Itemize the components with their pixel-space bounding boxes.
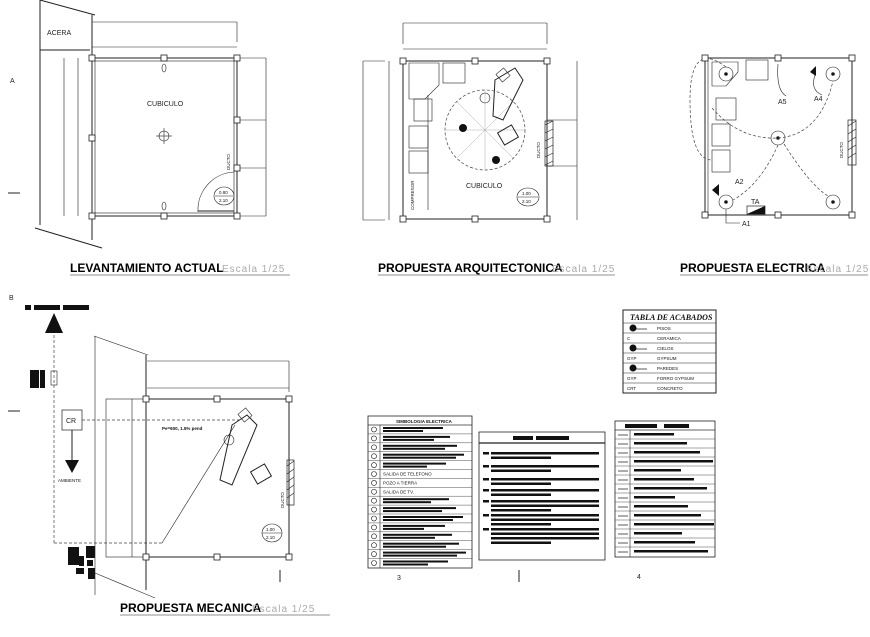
electrical-symbol-icon — [371, 515, 377, 522]
electrical-symbol-icon — [371, 551, 377, 557]
acabado-label: CONCRETO — [657, 386, 683, 391]
title-arquitectonica: PROPUESTA ARQUITECTONICA — [378, 261, 563, 275]
electrical-symbol-icon — [371, 453, 377, 460]
door-swing-icon — [197, 171, 235, 213]
plan-levantamiento-actual: ACERA CUBICULO DUCTO 0.80 2.10 LEVANTAMI… — [34, 0, 290, 276]
cr-label: CR — [66, 418, 76, 425]
pipe-note: Pe=600, 1.5% pend — [162, 426, 203, 431]
simbologia-row-label: SALIDA DE TV. — [383, 489, 414, 494]
ducto-label-elec: DUCTO — [839, 142, 844, 158]
tabla-acabados-title: TABLA DE ACABADOS — [630, 313, 713, 322]
simbologia-electrica-table: SIMBOLOGIA ELECTRICA SALIDA DE TELEFONO P… — [367, 415, 473, 569]
acabado-label: GYPSUM — [657, 356, 677, 361]
acabado-label: CERAMICA — [657, 336, 681, 341]
acabado-row: GYP FORRO GYPSUM — [627, 376, 694, 381]
acera-label: ACERA — [47, 30, 71, 37]
door-width-mec: 1.00 — [266, 527, 275, 532]
circuit-a4: A4 — [814, 96, 823, 103]
ducto-label: DUCTO — [226, 154, 231, 170]
electrical-symbol-icon — [371, 560, 377, 566]
electrical-symbol-icon — [371, 542, 377, 549]
electrical-symbol-icon — [371, 506, 377, 513]
acabado-code: CRT — [627, 386, 636, 391]
page-number-4: 4 — [637, 574, 641, 581]
circuit-a5: A5 — [778, 99, 787, 106]
scale-mecanica: Escala 1/25 — [252, 604, 315, 615]
acabado-row: PISOS — [629, 324, 671, 332]
acabado-code: GYP — [627, 356, 637, 361]
north-arrow-icon — [45, 313, 63, 333]
ducto-label-mec: DUCTO — [280, 492, 285, 508]
acabado-row: PAREDES — [629, 364, 678, 372]
floor-tag-icon — [629, 324, 647, 332]
acabado-row: GYP GYPSUM — [627, 356, 677, 361]
outlet-a2-icon — [712, 184, 719, 196]
electrical-symbol-icon — [371, 426, 377, 433]
door-tag-arq — [516, 187, 540, 207]
acabado-row: C CERAMICA — [627, 336, 681, 341]
door-width: 0.80 — [219, 190, 228, 195]
scale-electrica: Escala 1/25 — [806, 264, 869, 275]
symbol-legend-table — [614, 420, 716, 558]
scale-levantamiento: Escala 1/25 — [222, 264, 285, 275]
scale-arquitectonica: Escala 1/25 — [552, 264, 615, 275]
electrical-symbol-icon — [371, 444, 377, 451]
electrical-symbol-icon — [371, 471, 377, 477]
door-height-mec: 2.10 — [266, 535, 275, 540]
electrical-symbol-icon — [371, 533, 377, 540]
ambiente-label: AMBIENTE — [58, 478, 81, 483]
plan-propuesta-electrica: A5 A4 A2 A1 TA DUCTO PROPUESTA ELECTRICA… — [680, 54, 869, 276]
acabado-row: CRT CONCRETO — [627, 386, 683, 391]
acabado-code: GYP — [627, 376, 637, 381]
section-marker-b: B — [9, 295, 14, 302]
acabado-label: FORRO GYPSUM — [657, 376, 694, 381]
electrical-symbol-icon — [371, 435, 377, 442]
ceiling-tag-icon — [629, 344, 647, 352]
plan-propuesta-arquitectonica: COMPRESOR CUBICULO DUCTO 1.00 2.10 PROPU… — [362, 22, 615, 276]
page-number-3: 3 — [397, 575, 401, 582]
electrical-symbol-icon — [371, 480, 377, 486]
door-width-arq: 1.00 — [522, 191, 531, 196]
title-mecanica: PROPUESTA MECANICA — [120, 601, 262, 615]
door-tag — [213, 186, 235, 206]
title-electrica: PROPUESTA ELECTRICA — [680, 261, 826, 275]
wall-tag-icon — [629, 364, 647, 372]
ducto-label-arq: DUCTO — [536, 142, 541, 158]
door-height-arq: 2.10 — [522, 199, 531, 204]
acabado-row: CIELOS — [629, 344, 674, 352]
acabado-label: PISOS — [657, 326, 671, 331]
room-label-arq: CUBICULO — [466, 183, 503, 190]
panel-board-label: TA — [751, 199, 760, 206]
circuit-a1: A1 — [742, 221, 751, 228]
acabado-label: PAREDES — [657, 366, 678, 371]
acabado-code: C — [627, 336, 631, 341]
tabla-acabados: TABLA DE ACABADOS PISOS C CERAMICA CIELOS GY… — [622, 309, 717, 394]
dental-chair-mec-icon — [219, 414, 258, 486]
dental-chair-icon — [492, 67, 524, 121]
simbologia-row-label: POZO A TIERRA — [383, 480, 417, 485]
room-label: CUBICULO — [147, 101, 184, 108]
acabado-label: CIELOS — [657, 346, 674, 351]
plan-propuesta-mecanica: CR AMBIENTE Pe=600, 1.5% pend DUCTO 1.00… — [25, 305, 330, 616]
electrical-symbol-icon — [371, 488, 377, 495]
outlet-a4-icon — [810, 66, 816, 76]
simbologia-row-label: SALIDA DE TELEFONO — [383, 472, 432, 477]
section-marker-a: A — [10, 78, 15, 85]
title-levantamiento: LEVANTAMIENTO ACTUAL — [70, 261, 224, 275]
door-height: 2.10 — [219, 198, 228, 203]
electrical-symbol-icon — [371, 497, 377, 504]
compresor-label: COMPRESOR — [410, 180, 415, 210]
electrical-symbol-icon — [371, 462, 377, 468]
notes-table — [478, 431, 606, 561]
simbologia-title: SIMBOLOGIA ELECTRICA — [396, 419, 453, 424]
drain-arrow-icon — [65, 460, 79, 473]
electrical-symbol-icon — [371, 524, 377, 531]
circuit-a2: A2 — [735, 179, 744, 186]
